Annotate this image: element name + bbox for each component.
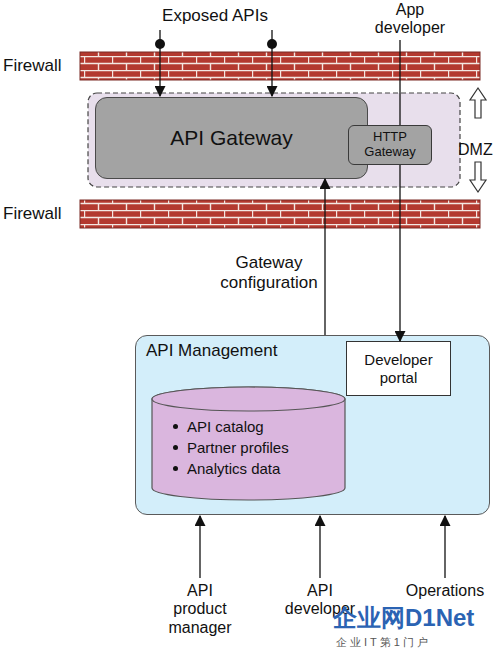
- portal-box: Developer portal: [346, 341, 451, 396]
- dmz-arrow: [470, 162, 486, 192]
- text-list: API catalogPartner profilesAnalytics dat…: [173, 416, 289, 479]
- api-arrow: [159, 30, 160, 96]
- box-text: API Gateway: [166, 124, 297, 152]
- api-arrow: [271, 30, 272, 96]
- api-dot: [267, 39, 277, 49]
- cylinder-top: [152, 387, 345, 411]
- api-dot: [155, 39, 165, 49]
- list-item: API catalog: [187, 418, 264, 435]
- watermark: 企 业 I T 第 1 门 户: [336, 636, 500, 649]
- list-item: Partner profiles: [187, 439, 289, 456]
- box-text: Developer portal: [347, 349, 450, 388]
- bullet-dot: [173, 466, 178, 471]
- actor-label: API product manager: [160, 582, 240, 637]
- role-arrow: [199, 516, 200, 578]
- list-row: Analytics data: [173, 458, 289, 479]
- gateway-box: HTTP Gateway: [348, 125, 432, 165]
- gateway-box: API Gateway: [95, 97, 368, 179]
- dmz-zone: [88, 93, 460, 187]
- dmz-arrow: [470, 88, 486, 118]
- firewall-label: Firewall: [3, 204, 78, 224]
- firewall-label: Firewall: [3, 56, 78, 76]
- role-arrow: [319, 516, 320, 578]
- firewall-wall: [80, 200, 480, 228]
- edge-label: Gateway configuration: [216, 253, 322, 292]
- firewall-wall: [80, 52, 480, 80]
- bullet-dot: [173, 445, 178, 450]
- connector: [399, 165, 400, 341]
- cylinder-body: [152, 387, 345, 500]
- actor-label: App developer: [370, 1, 450, 38]
- list-row: Partner profiles: [173, 437, 289, 458]
- list-item: Analytics data: [187, 460, 280, 477]
- zone-label: DMZ: [458, 141, 500, 159]
- management-box: API Management Developer portalAPI catalo…: [135, 335, 490, 515]
- role-arrow: [444, 516, 445, 578]
- box-heading: API Management: [146, 341, 277, 361]
- watermark: 企业网D1Net: [333, 604, 500, 632]
- bullet-dot: [173, 424, 178, 429]
- database-cylinder: API catalogPartner profilesAnalytics dat…: [151, 386, 346, 501]
- developer-line: [399, 40, 400, 125]
- connector: [324, 179, 325, 335]
- interface-label: Exposed APIs: [140, 6, 290, 26]
- list-row: API catalog: [173, 416, 289, 437]
- box-text: HTTP Gateway: [349, 128, 431, 162]
- actor-label: Operations: [397, 582, 493, 600]
